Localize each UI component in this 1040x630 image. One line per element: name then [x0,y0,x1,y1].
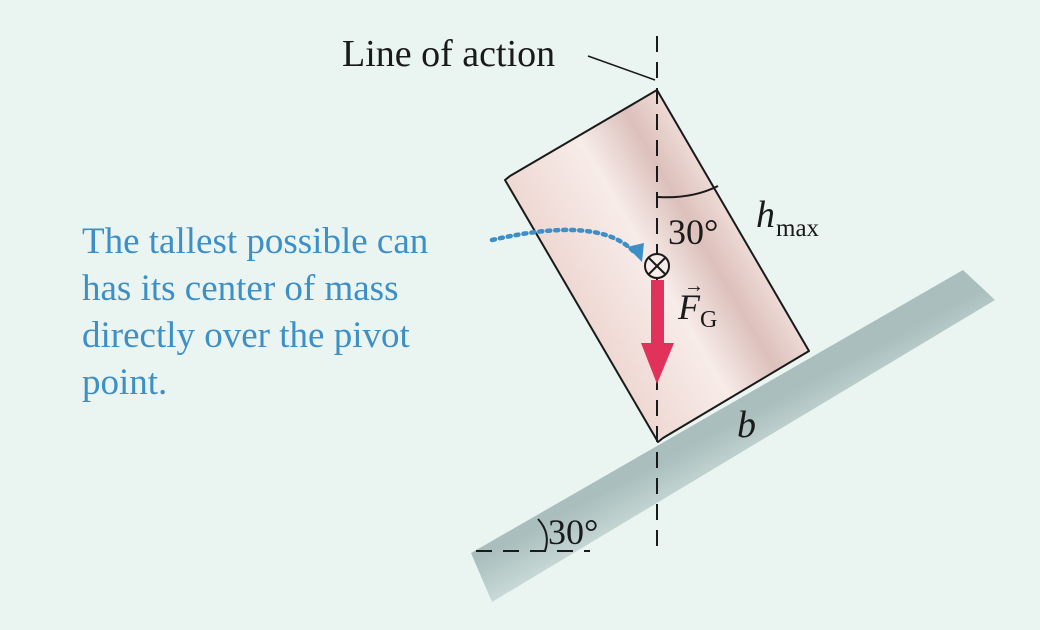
caption-line-3: directly over the pivot [82,315,410,356]
base-width-label: b [737,404,756,446]
force-symbol: F [678,287,700,327]
line-of-action-label: Line of action [342,33,556,75]
center-of-mass-icon [644,253,670,279]
incline-angle-label: 30° [548,512,599,552]
line-of-action-leader [587,55,656,81]
height-symbol: h [756,194,775,236]
caption-pointer-arrow [489,227,637,255]
caption-line-1: The tallest possible can [82,221,429,262]
caption-line-4: point. [82,362,168,403]
caption-pointer-arrowhead [627,243,644,262]
can-tilt-angle-label: 30° [668,212,719,252]
height-max-label: hmax [756,196,819,241]
force-subscript: G [700,307,718,333]
gravity-force-arrow-shaft [651,280,664,346]
gravity-force-label: FG [678,289,717,332]
can-tilt-angle-arc [657,185,719,199]
vector-arrow-icon: → [684,275,704,297]
incline-ramp [471,270,995,602]
caption-line-2: has its center of mass [82,268,399,309]
gravity-force-arrowhead [641,343,674,384]
incline-angle-arc [537,518,548,552]
caption-text: The tallest possible can has its center … [82,218,428,406]
height-subscript: max [776,215,820,242]
